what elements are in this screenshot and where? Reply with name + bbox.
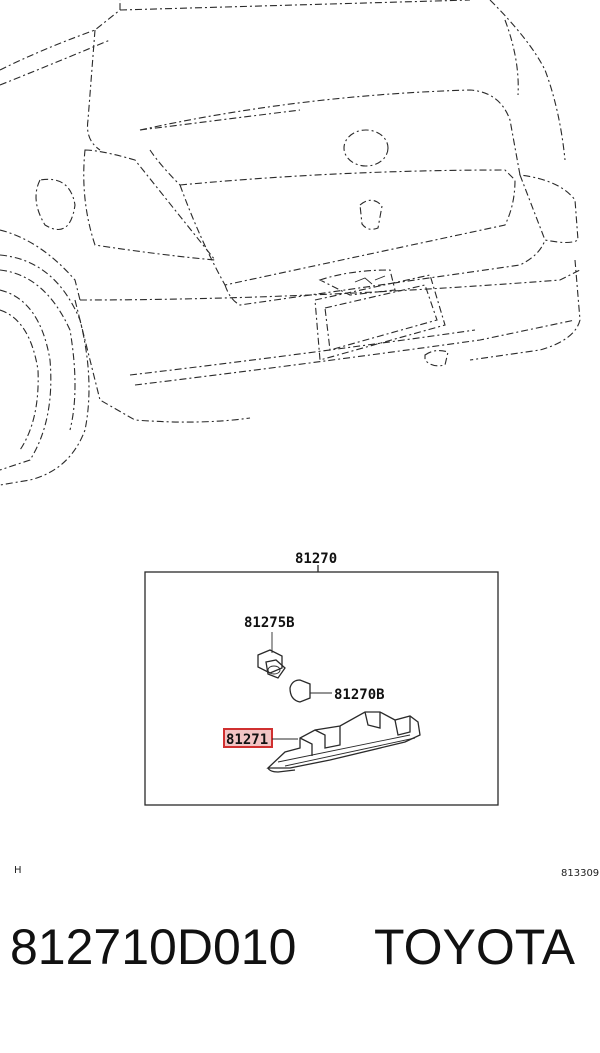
assembly-frame (144, 571, 499, 806)
lamp-housing-part: 81271 (223, 711, 421, 773)
assembly-label: 81270 (295, 551, 337, 567)
bulb-socket-part: 81275B (244, 615, 295, 679)
car-rear-illustration (0, 0, 581, 486)
bulb-socket-label: 81275B (244, 615, 295, 631)
brand-name: TOYOTA (374, 919, 575, 975)
highlighted-part-box[interactable] (223, 728, 273, 748)
assembly-box: 81270 (144, 551, 499, 806)
highlighted-part-label[interactable]: 81271 (226, 732, 268, 748)
bulb-label: 81270B (334, 687, 385, 703)
part-number: 812710D010 (10, 919, 297, 975)
figure-code: 813309 (561, 868, 599, 879)
corner-mark: H (14, 865, 22, 876)
bulb-part: 81270B (289, 679, 385, 703)
